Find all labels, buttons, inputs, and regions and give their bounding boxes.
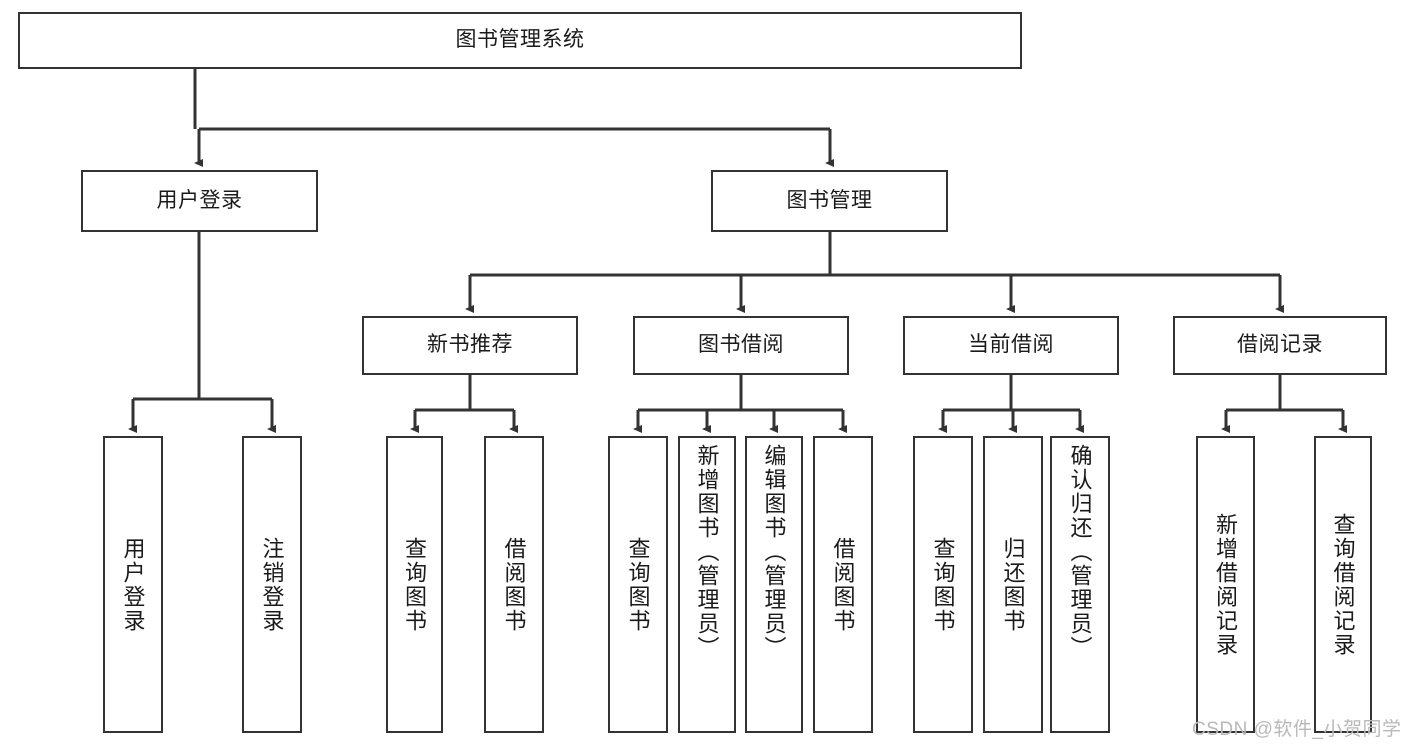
node-leaf-query-borrow-record[interactable]: 查询借阅记录 [1314,436,1372,733]
node-leaf-query-book-current[interactable]: 查询图书 [913,436,973,733]
node-leaf-confirm-return-admin[interactable]: 确认归还（管理员） [1050,436,1110,733]
node-leaf-borrow-book-rec-label: 借阅图书 [501,536,527,633]
node-leaf-edit-book-admin[interactable]: 编辑图书（管理员） [745,436,803,733]
node-leaf-return-book-label: 归还图书 [1000,536,1026,633]
node-leaf-borrow-book-rec[interactable]: 借阅图书 [484,436,544,733]
node-leaf-query-book-current-label: 查询图书 [930,536,956,633]
node-leaf-user-login-label: 用户登录 [120,536,146,633]
node-leaf-user-logout-label: 注销登录 [259,536,285,633]
node-new-book-rec[interactable]: 新书推荐 [362,316,578,375]
node-leaf-query-book-rec[interactable]: 查询图书 [386,436,443,733]
node-leaf-add-borrow-record-label: 新增借阅记录 [1213,512,1239,657]
node-book-borrow[interactable]: 图书借阅 [633,316,849,375]
node-current-borrow[interactable]: 当前借阅 [903,316,1119,375]
node-leaf-borrow-book[interactable]: 借阅图书 [813,436,873,733]
csdn-watermark: CSDN @软件_小贺同学 [1192,719,1402,740]
node-leaf-user-login[interactable]: 用户登录 [103,436,163,733]
node-leaf-query-book-rec-label: 查询图书 [402,536,428,633]
node-book-manage-label: 图书管理 [786,188,873,212]
node-user-login[interactable]: 用户登录 [81,170,318,232]
node-leaf-add-borrow-record[interactable]: 新增借阅记录 [1196,436,1255,733]
node-leaf-query-book-borrow[interactable]: 查询图书 [608,436,668,733]
node-book-manage[interactable]: 图书管理 [711,170,948,232]
node-current-borrow-label: 当前借阅 [968,333,1054,357]
node-new-book-rec-label: 新书推荐 [427,333,513,357]
node-leaf-edit-book-admin-label: 编辑图书（管理员） [761,444,787,660]
node-leaf-borrow-book-label: 借阅图书 [830,536,856,633]
node-book-borrow-label: 图书借阅 [698,333,784,357]
node-leaf-query-book-borrow-label: 查询图书 [625,536,651,633]
node-leaf-add-book-admin-label: 新增图书（管理员） [694,444,720,660]
node-root[interactable]: 图书管理系统 [18,12,1022,69]
node-user-login-label: 用户登录 [156,188,243,212]
node-leaf-add-book-admin[interactable]: 新增图书（管理员） [678,436,736,733]
node-leaf-return-book[interactable]: 归还图书 [983,436,1043,733]
node-leaf-query-borrow-record-label: 查询借阅记录 [1330,512,1356,657]
node-leaf-user-logout[interactable]: 注销登录 [242,436,302,733]
node-borrow-record-label: 借阅记录 [1237,333,1323,357]
node-borrow-record[interactable]: 借阅记录 [1173,316,1387,375]
node-root-label: 图书管理系统 [455,28,585,52]
node-leaf-confirm-return-admin-label: 确认归还（管理员） [1067,444,1093,660]
